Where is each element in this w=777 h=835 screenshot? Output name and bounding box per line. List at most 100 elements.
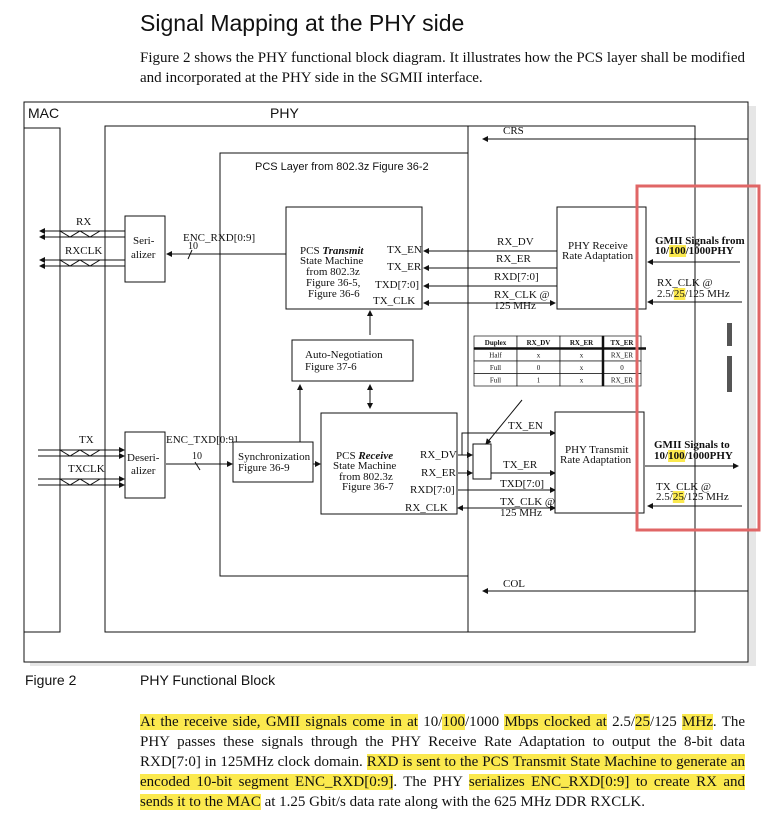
rxd-signal: RXD[7:0] bbox=[494, 271, 539, 283]
col-label: COL bbox=[503, 578, 525, 590]
port-rxd: RXD[7:0] bbox=[410, 484, 455, 496]
serializer-label-2: alizer bbox=[131, 249, 156, 261]
pcs-transmit-label-2: State Machine bbox=[300, 255, 363, 267]
phy-block bbox=[105, 125, 696, 633]
pcs-receive-label-1: PCS Receive bbox=[336, 450, 393, 462]
rx-clk-rate-label-2: 2.5/25/125 MHz bbox=[657, 288, 730, 300]
serializer-block bbox=[124, 215, 166, 283]
gmii-to-label-2: 10/100/1000PHY bbox=[654, 450, 733, 462]
txclk-label: TXCLK bbox=[68, 463, 105, 475]
highlight bbox=[669, 245, 687, 257]
rx-er-signal: RX_ER bbox=[496, 253, 532, 265]
phy-transmit-label-1: PHY Transmit bbox=[565, 444, 628, 456]
pcs-layer-label: PCS Layer from 802.3z Figure 36-2 bbox=[255, 161, 429, 173]
table-value: Full bbox=[490, 377, 501, 385]
port-rx-clk: RX_CLK bbox=[405, 502, 448, 514]
table-header: Duplex bbox=[485, 339, 507, 347]
pcs-receive-label-3: from 802.3z bbox=[339, 471, 393, 483]
body-paragraph: At the receive side, GMII signals come i… bbox=[140, 714, 746, 810]
deserializer-label-2: alizer bbox=[131, 465, 156, 477]
rx-clk-signal: RX_CLK @ bbox=[494, 289, 550, 301]
enc-txd-width: 10 bbox=[192, 451, 202, 462]
phy-receive-label-2: Rate Adaptation bbox=[562, 250, 634, 262]
table-value: 1 bbox=[537, 377, 541, 385]
tx-clk-rate-label-2: 2.5/25/125 MHz bbox=[656, 491, 729, 503]
tx-clk-freq: 125 MHz bbox=[500, 507, 542, 519]
table-value: RX_ER bbox=[611, 352, 634, 360]
txclk-diff-pair bbox=[38, 476, 125, 488]
synchronization-label-2: Figure 36-9 bbox=[238, 462, 290, 474]
highlight: Mbps clocked at bbox=[504, 714, 607, 730]
rxclk-label: RXCLK bbox=[65, 245, 102, 257]
port-tx-er: TX_ER bbox=[387, 261, 422, 273]
mac-label: MAC bbox=[28, 105, 59, 121]
mac-block bbox=[24, 127, 61, 633]
serializer-label-1: Seri- bbox=[133, 235, 155, 247]
deserializer-label-1: Deseri- bbox=[127, 452, 160, 464]
deserializer-block bbox=[124, 431, 166, 499]
table-value: RX_ER bbox=[611, 377, 634, 385]
pcs-transmit-block bbox=[285, 206, 423, 310]
port-txd: TXD[7:0] bbox=[375, 279, 419, 291]
enc-rxd-width: 10 bbox=[188, 241, 198, 252]
port-tx-en: TX_EN bbox=[387, 244, 422, 256]
tx-er-signal: TX_ER bbox=[503, 459, 538, 471]
section-heading: Signal Mapping at the PHY side bbox=[140, 10, 465, 36]
table-header: RX_ER bbox=[570, 339, 594, 347]
port-tx-clk: TX_CLK bbox=[373, 295, 415, 307]
figure-caption-number: Figure 2 bbox=[25, 672, 77, 688]
highlight bbox=[672, 491, 685, 503]
phy-receive-rate-adaptation bbox=[556, 206, 647, 310]
phy-transmit-label-2: Rate Adaptation bbox=[560, 454, 632, 466]
marker-bar bbox=[727, 323, 732, 346]
pcs-transmit-label-4: Figure 36-5, bbox=[306, 277, 361, 289]
pcs-transmit-label-5: Figure 36-6 bbox=[308, 288, 360, 300]
port-rx-er: RX_ER bbox=[421, 467, 457, 479]
auto-negotiation-label-2: Figure 37-6 bbox=[305, 361, 357, 373]
pcs-receive-block bbox=[320, 412, 458, 515]
highlight: 100 bbox=[442, 714, 465, 730]
table-header: RX_DV bbox=[527, 339, 551, 347]
pcs-receive-label-2: State Machine bbox=[333, 460, 396, 472]
auto-negotiation-label-1: Auto-Negotiation bbox=[305, 349, 383, 361]
gmii-from-label-1: GMII Signals from bbox=[655, 235, 745, 247]
txd-signal: TXD[7:0] bbox=[500, 478, 544, 490]
figure-caption-title: PHY Functional Block bbox=[140, 672, 276, 688]
tx-clk-rate-label-1: TX_CLK @ bbox=[656, 481, 711, 493]
marker-bar bbox=[727, 356, 732, 392]
port-rx-dv: RX_DV bbox=[420, 449, 457, 461]
tx-er-mux bbox=[472, 443, 492, 480]
table-value: 0 bbox=[537, 364, 541, 372]
tx-clk-signal: TX_CLK @ bbox=[500, 496, 555, 508]
rx-label: RX bbox=[76, 216, 91, 228]
table-header: TX_ER bbox=[611, 339, 635, 347]
table-value: x bbox=[580, 352, 584, 360]
phy-receive-label-1: PHY Receive bbox=[568, 240, 628, 252]
enc-rxd-label: ENC_RXD[0:9] bbox=[183, 232, 255, 244]
highlight: At the receive side, GMII signals come i… bbox=[140, 714, 418, 730]
table-value: 0 bbox=[620, 364, 624, 372]
rxclk-diff-pair bbox=[39, 257, 125, 269]
table-value: Full bbox=[490, 364, 501, 372]
pcs-transmit-label-1: PCS Transmit bbox=[300, 245, 364, 257]
auto-negotiation-block bbox=[291, 339, 414, 382]
rx-clk-rate-label-1: RX_CLK @ bbox=[657, 277, 713, 289]
table-value: x bbox=[537, 352, 541, 360]
phy-functional-block-diagram: MAC PHY CRS COL PCS Layer from 802.3z Fi… bbox=[23, 101, 761, 666]
phy-label: PHY bbox=[270, 105, 299, 121]
pcs-layer-box bbox=[219, 152, 469, 577]
highlight: MHz bbox=[682, 714, 713, 730]
gmii-to-label-1: GMII Signals to bbox=[654, 439, 730, 451]
intro-paragraph: Figure 2 shows the PHY functional block … bbox=[140, 50, 745, 86]
rx-dv-signal: RX_DV bbox=[497, 236, 534, 248]
highlight bbox=[673, 288, 686, 300]
phy-transmit-rate-adaptation bbox=[554, 411, 645, 514]
tx-label: TX bbox=[79, 434, 94, 446]
tx-en-signal: TX_EN bbox=[508, 420, 543, 432]
gmii-from-label-2: 10/100/1000PHY bbox=[655, 245, 734, 257]
pcs-transmit-label-3: from 802.3z bbox=[306, 266, 360, 278]
tx-diff-pair bbox=[38, 447, 125, 459]
rx-diff-pair bbox=[39, 228, 125, 240]
annotation-highlight-box bbox=[635, 184, 761, 532]
